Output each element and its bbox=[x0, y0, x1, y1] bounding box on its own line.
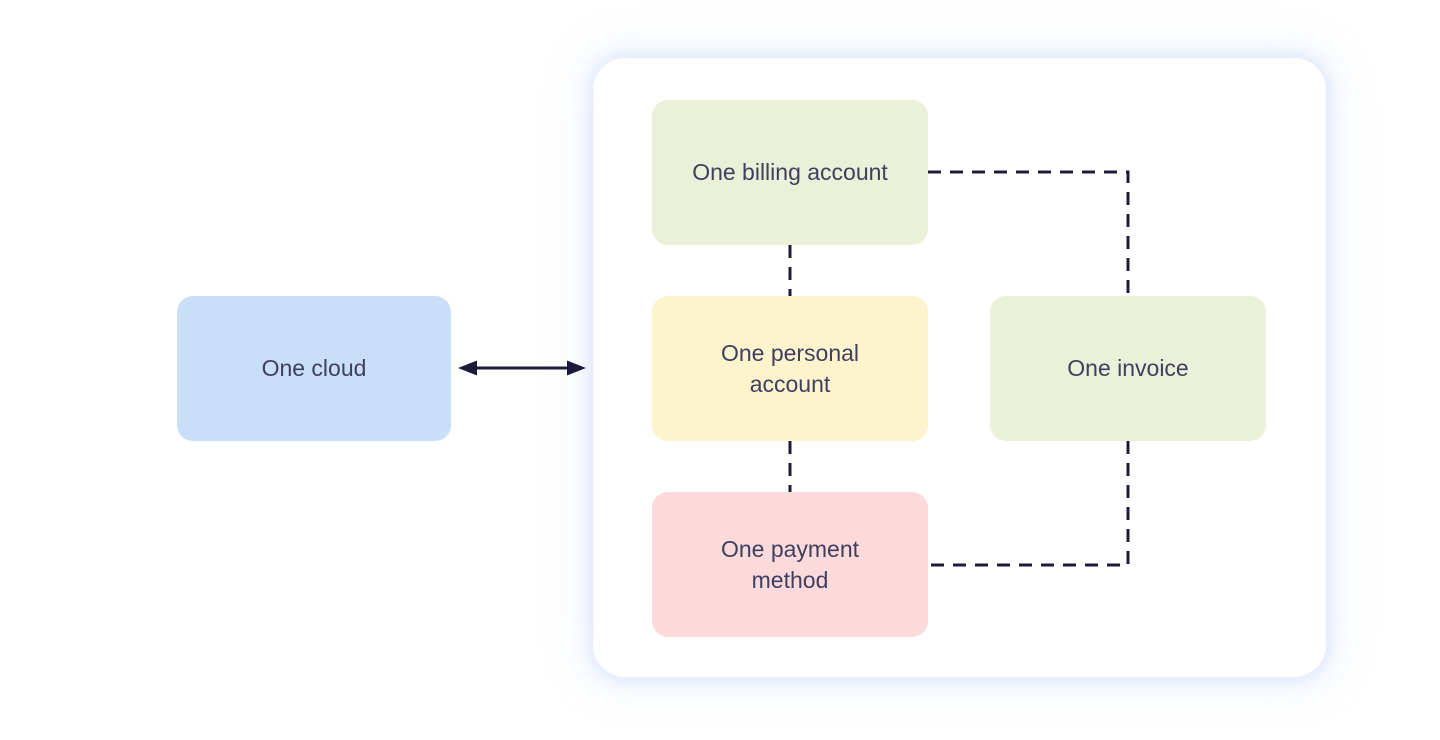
arrowhead-right-icon bbox=[567, 360, 586, 376]
node-one-cloud: One cloud bbox=[177, 296, 451, 441]
node-one-billing-account: One billing account bbox=[652, 100, 928, 245]
node-one-personal-account-label: One personal account bbox=[720, 339, 860, 397]
arrowhead-left-icon bbox=[458, 360, 477, 376]
node-one-payment-method-label: One payment method bbox=[720, 535, 860, 593]
node-one-payment-method: One payment method bbox=[652, 492, 928, 637]
node-one-cloud-label: One cloud bbox=[261, 355, 367, 381]
node-one-personal-account: One personal account bbox=[652, 296, 928, 441]
node-one-invoice-label: One invoice bbox=[1067, 355, 1189, 381]
edge-cloud-to-panel-arrow bbox=[458, 360, 586, 376]
node-one-billing-account-label: One billing account bbox=[692, 159, 888, 185]
node-one-invoice: One invoice bbox=[990, 296, 1266, 441]
